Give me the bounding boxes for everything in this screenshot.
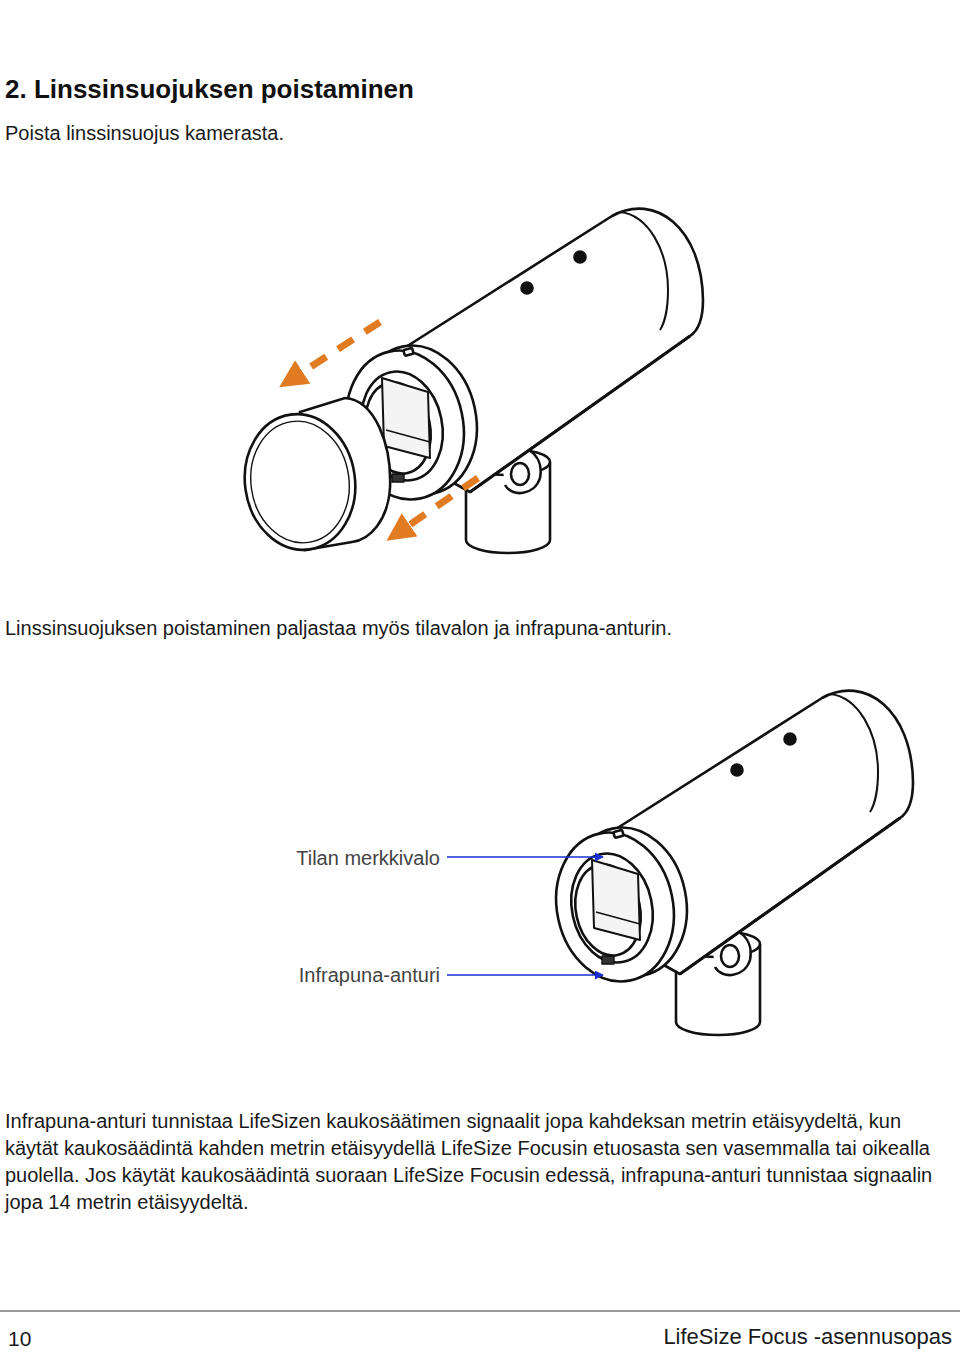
camera-with-cap [236,209,703,557]
lens-cap [236,398,390,557]
footer-title: LifeSize Focus -asennusopas [452,1324,952,1350]
note: Linssinsuojuksen poistaminen paljastaa m… [5,616,955,640]
footer-rule [0,1311,960,1312]
body-paragraph: Infrapuna-anturi tunnistaa LifeSizen kau… [5,1108,955,1216]
section-title: 2. Linssinsuojuksen poistaminen [5,74,414,105]
part-label: Tilan merkkivalo [140,846,440,870]
leader-lines [447,857,603,975]
camera-without-cap [447,691,913,1035]
removal-arrows [298,322,478,528]
part-label: Infrapuna-anturi [140,963,440,987]
instruction: Poista linssinsuojus kamerasta. [5,121,905,145]
page-number: 10 [8,1326,68,1351]
